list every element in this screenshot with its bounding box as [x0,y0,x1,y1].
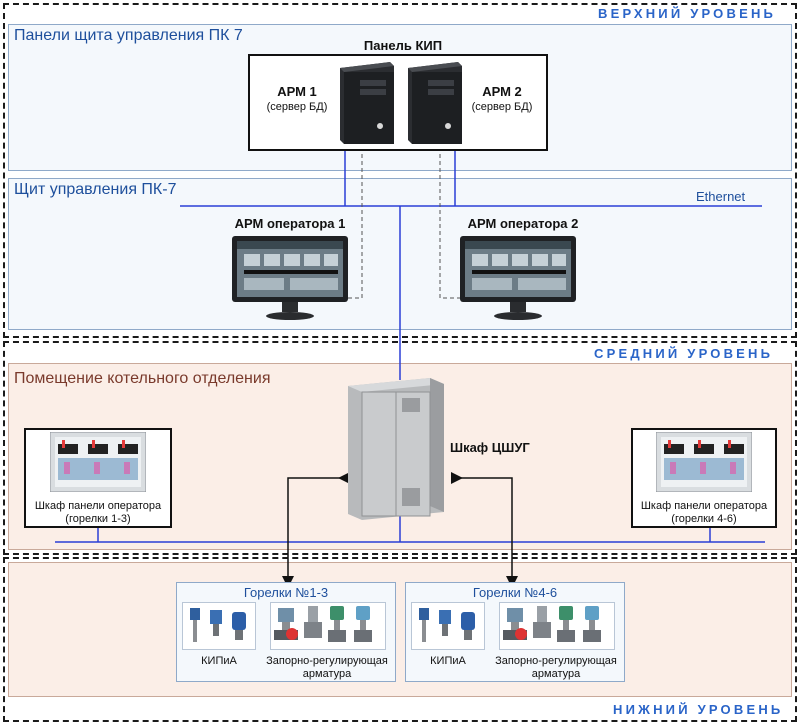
operator-panel-right-screen-icon [656,432,752,492]
pk7-shield-title: Щит управления ПК-7 [14,181,177,198]
burner-group-2-title: Горелки №4-6 [472,585,558,600]
cabinet-label: Шкаф ЦШУГ [450,440,530,455]
cabinet-icon [348,378,444,520]
burner-group-2-valves-icon [503,606,601,642]
burner-group-1-kip-label: КИПиА [201,655,237,667]
server-tower-1-icon [340,62,394,144]
operator-panel-left-line2: (горелки 1-3) [65,513,131,525]
kip-panel [248,54,548,151]
operator2-monitor-icon [460,236,576,320]
upper-level-label: ВЕРХНИЙ УРОВЕНЬ [598,6,777,21]
operator1-monitor-icon [232,236,348,320]
arm1-name: АРМ 1 [277,84,317,99]
burner-group-2-valves-line2: арматура [531,668,581,680]
burner-group-2-kip-label: КИПиА [430,655,466,667]
middle-level-label: СРЕДНИЙ УРОВЕНЬ [594,346,774,361]
lower-zone [8,562,792,697]
burner-group-1-kip-icon [190,608,246,642]
lower-level-frame [3,557,797,722]
burner-group-2-valves-line1: Запорно-регулирующая [495,655,617,667]
burner-group-1-valves-line2: арматура [302,668,352,680]
kip-panel-title: Панель КИП [363,38,443,53]
operator-panel-left-line1: Шкаф панели оператора [34,500,162,512]
operator-panel-left-screen-icon [50,432,146,492]
lower-level-label: НИЖНИЙ УРОВЕНЬ [613,702,784,717]
pk7-panels-title: Панели щита управления ПК 7 [14,27,243,44]
burner-group-1-valves-icon [274,606,372,642]
burner-group-1-valves-line1: Запорно-регулирующая [266,655,388,667]
burner-group-1-title: Горелки №1-3 [243,585,329,600]
arm2-sub: (сервер БД) [471,101,533,113]
ethernet-label: Ethernet [696,189,746,204]
operator1-label: АРМ оператора 1 [234,216,346,231]
server-tower-2-icon [408,62,462,144]
operator2-label: АРМ оператора 2 [467,216,579,231]
arm2-name: АРМ 2 [482,84,522,99]
operator-panel-right-line1: Шкаф панели оператора [640,500,768,512]
burner-group-2-kip-icon [419,608,475,642]
boiler-room-title: Помещение котельного отделения [14,370,271,387]
operator-panel-right-line2: (горелки 4-6) [671,513,737,525]
arm1-sub: (сервер БД) [266,101,328,113]
